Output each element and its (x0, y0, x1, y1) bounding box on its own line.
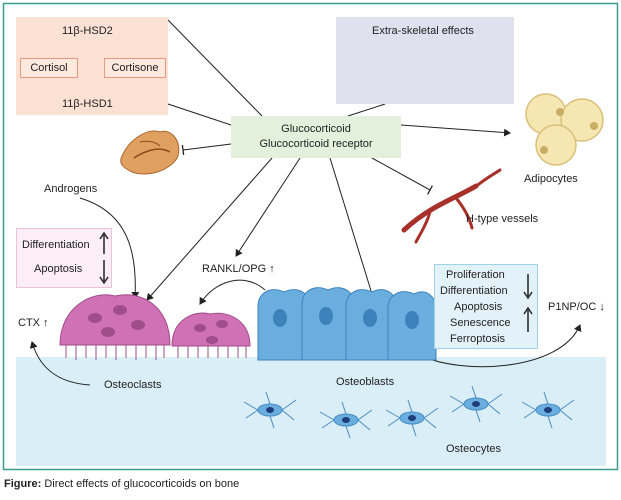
figure-caption: Figure: Direct effects of glucocorticoid… (4, 478, 239, 490)
effect-lines (29, 19, 582, 386)
osteocytes-group (243, 385, 575, 439)
osteoblast-item: Senescence (450, 317, 511, 329)
osteoclast-large (59, 294, 171, 360)
androgens-label: Androgens (44, 183, 98, 195)
osteoclast-arrows (99, 232, 109, 284)
osteoclast-effects-box (16, 228, 112, 288)
osteocytes-label: Osteocytes (446, 443, 502, 455)
osteoclast-small (171, 312, 251, 358)
osteoblasts-label: Osteoblasts (336, 376, 395, 388)
osteoblast-effects-box (434, 264, 538, 349)
adipocytes-label: Adipocytes (524, 173, 578, 185)
htype-vessels-label: H-type vessels (466, 213, 539, 225)
osteoblast-arrows (523, 274, 533, 332)
p1np-oc-label: P1NP/OC ↓ (548, 301, 605, 313)
glucocorticoid-receptor-label: Glucocorticoid receptor (259, 138, 373, 150)
h-type-vessels-icon (401, 168, 502, 244)
cortisone-box: Cortisone (104, 58, 166, 78)
rankl-opg-label: RANKL/OPG ↑ (202, 263, 275, 275)
osteoblast-item: Differentiation (440, 285, 508, 297)
osteoblast-item: Apoptosis (454, 301, 503, 313)
glucocorticoid-box: Glucocorticoid Glucocorticoid receptor (231, 116, 401, 158)
figure-frame (2, 2, 619, 471)
extra-skeletal-box (336, 17, 514, 104)
osteoclasts-label: Osteoclasts (104, 379, 162, 391)
ctx-label: CTX ↑ (18, 317, 49, 329)
adipocytes-icon (525, 93, 604, 166)
hsd1-label: 11β-HSD1 (62, 98, 113, 110)
osteoblast-nuclei (273, 307, 419, 329)
caption-text: Direct effects of glucocorticoids on bon… (41, 478, 240, 490)
osteoclast-item: Differentiation (22, 239, 90, 251)
osteoclast-item: Apoptosis (34, 263, 83, 275)
cortisol-box: Cortisol (20, 58, 78, 78)
osteoblast-item: Proliferation (446, 269, 505, 281)
hsd2-label: 11β-HSD2 (62, 25, 113, 37)
bone-matrix (16, 357, 606, 466)
adrenal-gland-icon (120, 130, 180, 175)
glucocorticoid-label: Glucocorticoid (281, 123, 351, 135)
caption-label: Figure: (4, 478, 42, 490)
extra-skeletal-title: Extra-skeletal effects (372, 25, 474, 37)
osteoblast-item: Ferroptosis (450, 333, 506, 345)
